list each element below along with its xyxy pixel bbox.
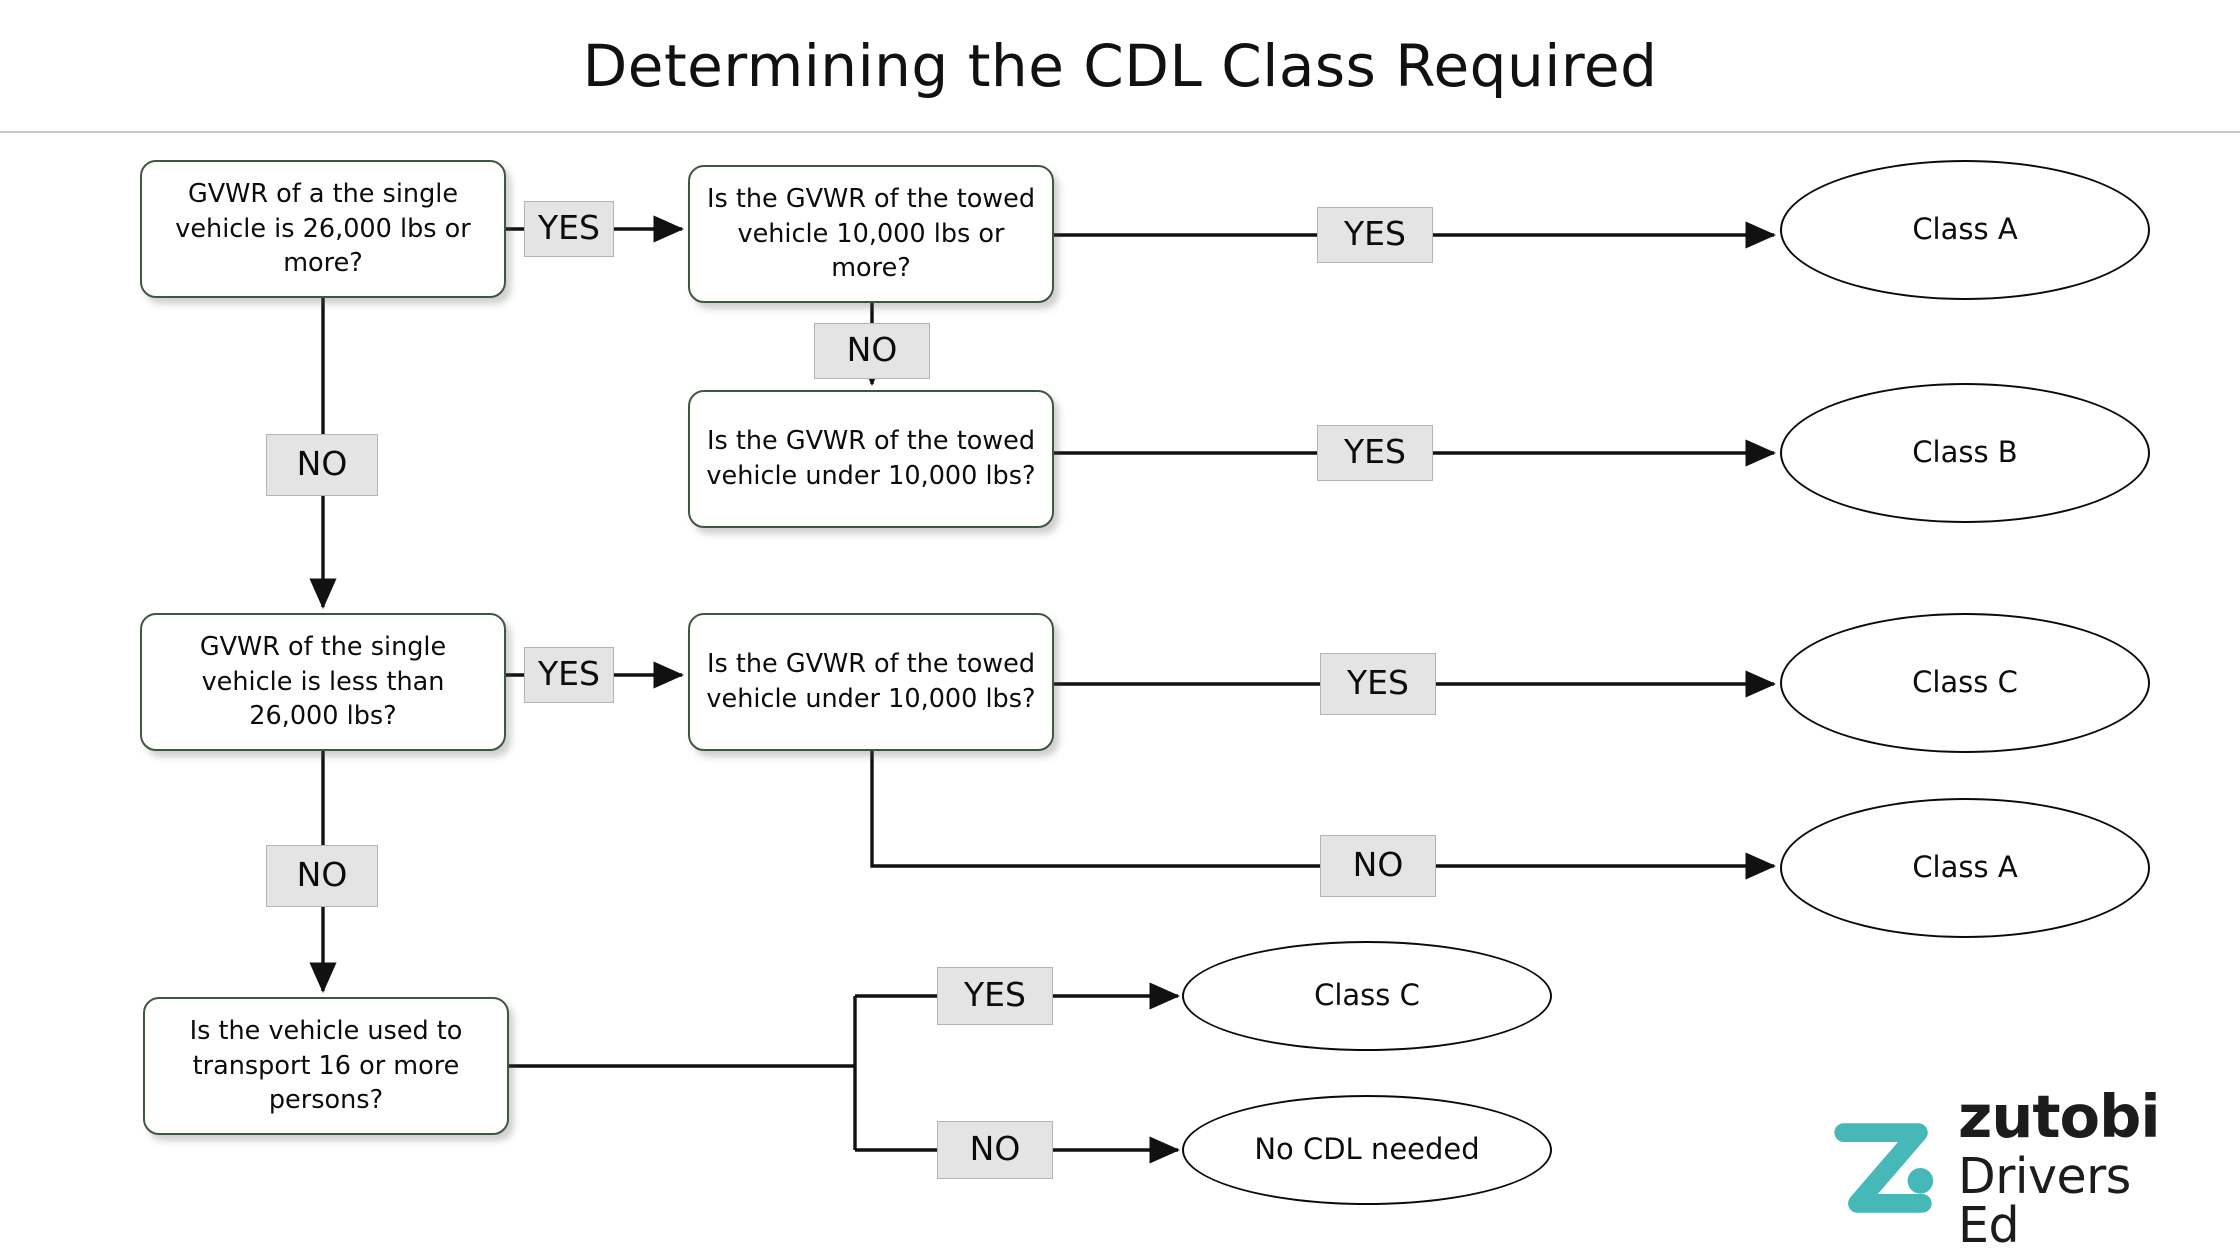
terminal-class-a-top[interactable]: Class A: [1780, 160, 2150, 300]
edge-label-yes-d3-to-class-b: YES: [1317, 425, 1433, 481]
terminal-no-cdl-needed[interactable]: No CDL needed: [1182, 1095, 1552, 1205]
edge-label-yes-d1-to-d2: YES: [524, 201, 614, 257]
edge-label-yes-d5-to-class-c: YES: [1320, 653, 1436, 715]
terminal-class-b[interactable]: Class B: [1780, 383, 2150, 523]
decision-box-gvwr-single-26000-or-more[interactable]: GVWR of a the single vehicle is 26,000 l…: [140, 160, 506, 298]
edge-label-no-d4-to-d6: NO: [266, 845, 378, 907]
decision-box-towed-under-10000-lower[interactable]: Is the GVWR of the towed vehicle under 1…: [688, 613, 1054, 751]
decision-box-gvwr-single-less-than-26000[interactable]: GVWR of the single vehicle is less than …: [140, 613, 506, 751]
edge-label-yes-d6-to-class-c: YES: [937, 967, 1053, 1025]
zutobi-wordmark: zutobi Drivers Ed: [1958, 1087, 2204, 1250]
zutobi-z-mark-icon: [1834, 1123, 1934, 1213]
edge-label-yes-d4-to-d5: YES: [524, 647, 614, 703]
edge-label-no-d2-to-d3: NO: [814, 323, 930, 379]
terminal-class-c-right[interactable]: Class C: [1780, 613, 2150, 753]
header-divider: [0, 131, 2240, 133]
page-title: Determining the CDL Class Required: [582, 32, 1658, 100]
brand-tagline: Drivers Ed: [1958, 1147, 2131, 1254]
edge-label-yes-d2-to-class-a: YES: [1317, 207, 1433, 263]
edge-label-no-d1-to-d4: NO: [266, 434, 378, 496]
decision-box-towed-10000-or-more[interactable]: Is the GVWR of the towed vehicle 10,000 …: [688, 165, 1054, 303]
decision-box-towed-under-10000-upper[interactable]: Is the GVWR of the towed vehicle under 1…: [688, 390, 1054, 528]
brand-name: zutobi: [1958, 1081, 2161, 1151]
decision-box-transport-16-or-more-persons[interactable]: Is the vehicle used to transport 16 or m…: [143, 997, 509, 1135]
terminal-class-a-lower[interactable]: Class A: [1780, 798, 2150, 938]
edge-d5-no-pre: [870, 751, 1320, 868]
edge-label-no-d5-to-class-a: NO: [1320, 835, 1436, 897]
edge-label-no-d6-to-no-cdl: NO: [937, 1121, 1053, 1179]
zutobi-logo: zutobi Drivers Ed: [1824, 1087, 2204, 1250]
terminal-class-c-bottom[interactable]: Class C: [1182, 941, 1552, 1051]
